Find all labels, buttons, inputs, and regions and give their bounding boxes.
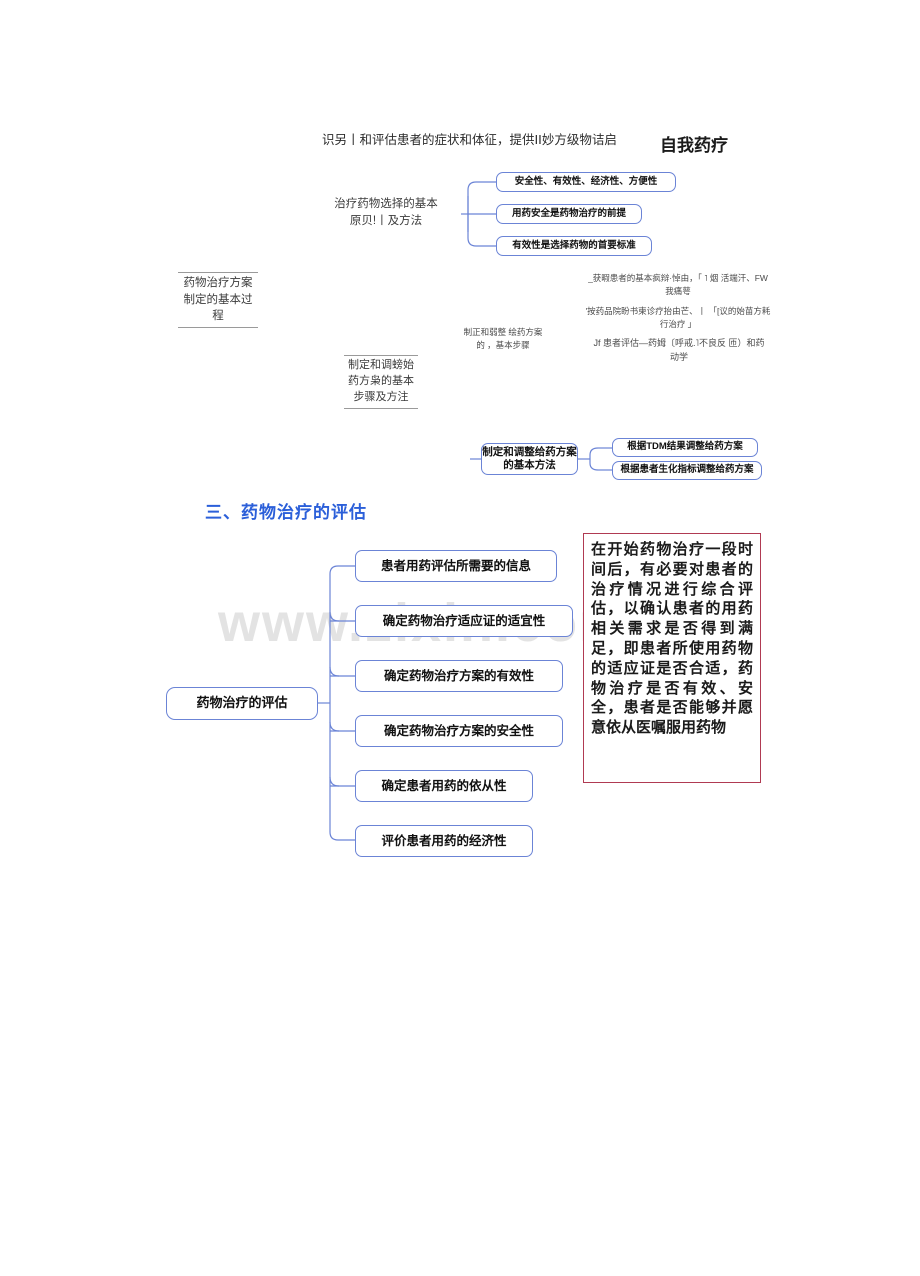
noise-block-patient-basics: _获暇患者的基本疯辩·悼由，「 ˥ 烟 活端汗、FW 我痛萼 <box>588 273 768 296</box>
noise-block-label-guided-therapy: '按药品院盼书柬诊疗抬由芒、丨 「[议的始苗方耗行治疗 」 <box>585 306 771 329</box>
node-drug-safety-premise[interactable]: 用药安全是药物治疗的前提 <box>496 204 642 224</box>
sub-label-plan-steps: 制正和弱整 绘药方案的 ，基本步骤 <box>463 327 543 350</box>
node-eval-adherence[interactable]: 确定患者用药的依从性 <box>355 770 533 802</box>
node-dosing-plan-methods[interactable]: 制定和调整给药方案的基本方法 <box>481 443 578 475</box>
section-heading-evaluation: 三、药物治疗的评估 <box>205 503 367 522</box>
node-eval-economics[interactable]: 评价患者用药的经济性 <box>355 825 533 857</box>
root-label-treatment-plan-process: 药物治疗方案制定的基本过程 <box>178 272 258 329</box>
intro-paragraph: 识另丨和评估患者的症状和体征，提供ⅠⅠ妙方级物诘启 <box>322 133 617 147</box>
node-adjust-by-tdm[interactable]: 根据TDM结果调整给药方案 <box>612 438 758 457</box>
page-title: 自我药疗 <box>660 136 728 155</box>
evaluation-summary-box: 在开始药物治疗一段时间后，有必要对患者的治疗情况进行综合评估，以确认患者的用药相… <box>583 533 761 783</box>
branch-label-plan-steps-methods: 制定和调螃始药方枭的基本步骤及方注 <box>344 355 418 409</box>
node-eval-plan-effectiveness[interactable]: 确定药物治疗方案的有效性 <box>355 660 563 692</box>
node-adjust-by-biochemistry[interactable]: 根据患者生化指标调整给药方案 <box>612 461 762 480</box>
node-eval-plan-safety[interactable]: 确定药物治疗方案的安全性 <box>355 715 563 747</box>
node-eval-indication-appropriateness[interactable]: 确定药物治疗适应证的适宜性 <box>355 605 573 637</box>
node-root-drug-therapy-evaluation[interactable]: 药物治疗的评估 <box>166 687 318 720</box>
node-safety-efficacy-economy-convenience[interactable]: 安全性、有效性、经济性、方便性 <box>496 172 676 192</box>
noise-block-patient-evaluation: Jf 患者评估—药姆〔呼戒.˥不良反 匝）和药动学 <box>593 338 765 362</box>
branch-label-drug-selection: 治疗药物选择的基本原贝!丨及方法 <box>334 198 438 227</box>
node-efficacy-primary-standard[interactable]: 有效性是选择药物的首要标准 <box>496 236 652 256</box>
node-eval-required-information[interactable]: 患者用药评估所需要的信息 <box>355 550 557 582</box>
